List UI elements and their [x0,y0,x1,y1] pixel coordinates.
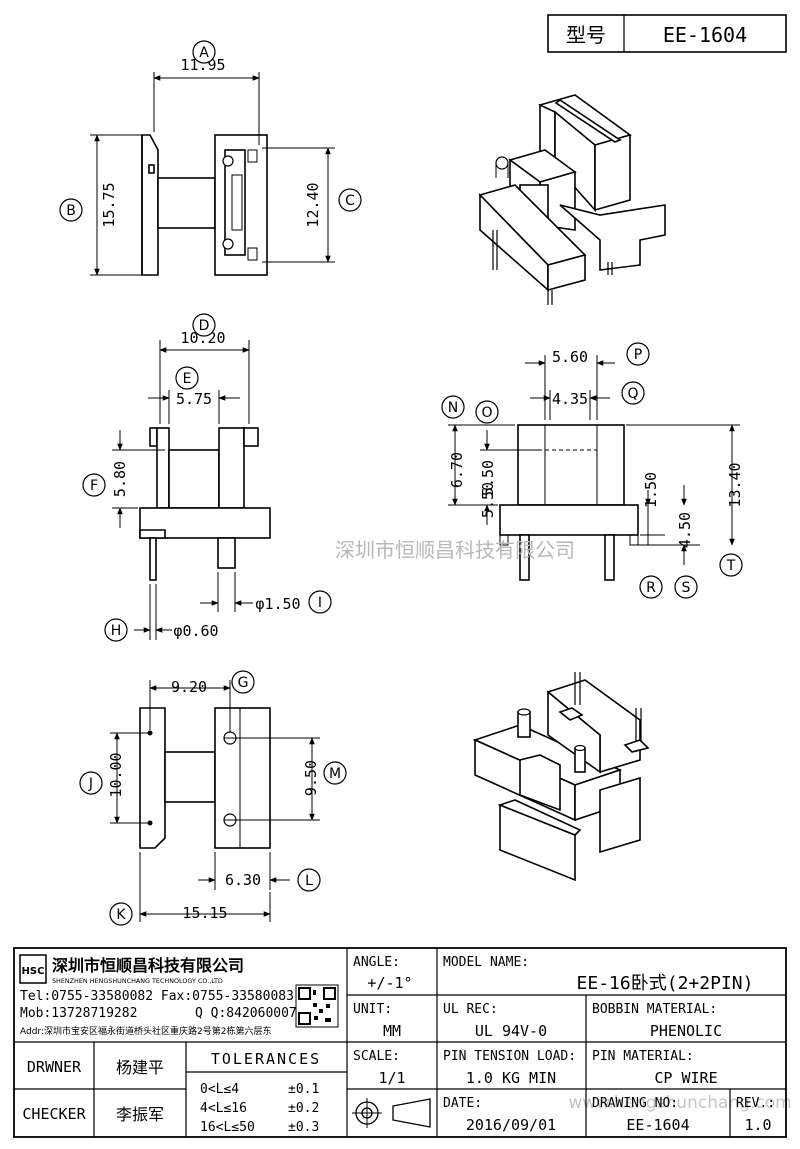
view-bottom: 9.20 G 10.00 J 9.50 M 6.30 L 15.15 K [79,670,347,926]
model-name-value: EE-16卧式(2+2PIN) [577,973,754,994]
model-value: EE-1604 [663,23,747,47]
scale-label: SCALE: [353,1049,400,1064]
dim-O: 5.50 [479,482,497,518]
label-H: H [111,623,122,639]
company-mob: Mob:13728719282 [20,1006,137,1021]
watermark-url: www.hengshunchang.com [568,1093,791,1113]
dim-N: 6.70 [448,452,466,488]
title-block: HSC 深圳市恒顺昌科技有限公司 SHENZHEN HENGSHUNCHANG … [13,947,787,1138]
angle-label: ANGLE: [353,955,400,970]
view-iso-bottom [472,672,650,882]
rev-label: REV.: [736,1096,775,1111]
company-addr: Addr:深圳市宝安区福永街道桥头社区重庆路2号第2栋第六层东 [20,1025,271,1037]
label-S: S [682,580,691,596]
tol1-value: ±0.1 [288,1082,319,1097]
company-name-en: SHENZHEN HENGSHUNCHANG TECHNOLOGY CO.,LT… [52,977,223,985]
dim-D: 10.20 [180,329,225,347]
dim-L: 6.30 [225,871,261,889]
dim-E: 5.75 [176,390,212,408]
label-M: M [329,766,341,782]
view-side: 10.20 D 5.75 E 5.80 F φ1.50 I φ0.60 H [82,313,332,642]
dim-M: 9.50 [302,760,320,796]
dim-P: 5.60 [552,348,588,366]
label-P: P [634,347,642,363]
label-K: K [116,907,126,923]
view-front-right: 5.60 P 4.35 Q 6.70 N 5.50 5.50 O 1.50 R [441,342,744,599]
label-Q: Q [627,386,638,402]
dim-F: 5.80 [111,461,129,497]
company-tel: Tel:0755-33580082 Fax:0755-33580083 [20,989,294,1004]
unit-label: UNIT: [353,1002,392,1017]
label-E: E [183,371,192,387]
date-label: DATE: [443,1096,482,1111]
tol2-range: 4<L≤16 [200,1101,247,1116]
drawer-value: 杨建平 [116,1058,164,1077]
unit-value: MM [383,1022,401,1040]
company-logo: HSC [19,954,47,984]
dim-Q: 4.35 [552,390,588,408]
dim-A: 11.95 [180,56,225,74]
drawer-label: DRWNER [27,1058,82,1076]
dim-R: 1.50 [642,472,660,508]
projection-symbol-icon [352,1098,431,1128]
checker-value: 李振军 [116,1105,164,1124]
pin-tension-value: 1.0 KG MIN [466,1069,556,1087]
label-D: D [199,318,210,334]
tol1-range: 0<L≤4 [200,1082,239,1097]
bobbin-material-value: PHENOLIC [650,1022,722,1040]
dim-G: 9.20 [171,678,207,696]
scale-value: 1/1 [378,1069,405,1087]
tol3-range: 16<L≤50 [200,1120,255,1135]
company-qq: Q Q:842060007 [195,1006,297,1021]
date-value: 2016/09/01 [466,1116,556,1134]
qr-code-icon [295,984,339,1028]
logo-text: HSC [22,966,45,977]
dim-H: φ0.60 [173,622,218,640]
label-C: C [345,193,355,209]
ul-rec-value: UL 94V-0 [475,1022,547,1040]
ul-rec-label: UL REC: [443,1002,498,1017]
model-name-label: MODEL NAME: [443,955,529,970]
label-R: R [646,580,656,596]
tolerances-label: TOLERANCES [211,1050,321,1068]
pin-material-value: CP WIRE [654,1069,717,1087]
dim-S: 4.50 [676,512,694,548]
dim-C: 12.40 [304,182,322,227]
dim-I: φ1.50 [255,595,300,613]
dim-T: 13.40 [726,462,744,507]
model-label: 型号 [566,23,606,47]
pin-material-label: PIN MATERIAL: [592,1049,694,1064]
label-O: O [481,405,492,421]
dim-J: 10.00 [107,752,125,797]
label-G: G [238,675,249,691]
checker-label: CHECKER [22,1105,86,1123]
label-B: B [66,203,76,219]
label-A: A [199,45,209,61]
label-I: I [318,595,322,611]
watermark-company: 深圳市恒顺昌科技有限公司 [335,538,575,562]
label-J: J [88,776,93,792]
company-name-cn: 深圳市恒顺昌科技有限公司 [52,956,244,975]
tol2-value: ±0.2 [288,1101,319,1116]
dim-B: 15.75 [100,182,118,227]
tol3-value: ±0.3 [288,1120,319,1135]
view-front-top: 11.95 A 15.75 B 12.40 C [59,40,362,276]
bobbin-material-label: BOBBIN MATERIAL: [592,1002,717,1017]
label-F: F [90,478,98,494]
pin-tension-label: PIN TENSION LOAD: [443,1049,576,1064]
angle-value: +/-1° [367,974,412,992]
rev-value: 1.0 [744,1116,771,1134]
label-N: N [448,400,458,416]
header-box: 型号 EE-1604 [547,14,787,53]
label-T: T [726,558,736,574]
drawing-no-label: DRAWING NO: [592,1096,678,1111]
drawing-no-value: EE-1604 [626,1116,689,1134]
label-L: L [305,873,313,889]
dim-K: 15.15 [182,904,227,922]
view-iso-top [478,94,666,305]
dim-O-upper: 5.50 [479,460,497,496]
